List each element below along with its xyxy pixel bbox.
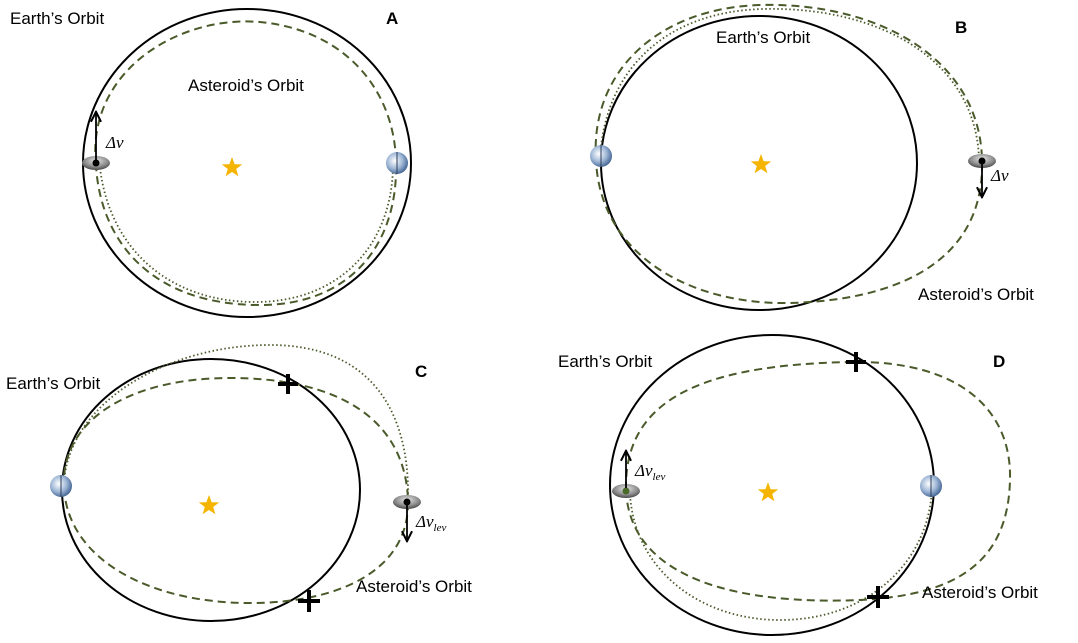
sun-star-icon (198, 495, 220, 515)
earth-orbit-label: Earth’s Orbit (716, 28, 810, 47)
intersection-cross-icon (278, 374, 298, 394)
asteroid-orbit-label: Asteroid’s Orbit (918, 285, 1034, 304)
panel-letter: C (415, 362, 427, 381)
panel-c: Δvlev Earth’s Orbit Asteroid’s Orbit C (6, 344, 472, 622)
panel-a: Δv Earth’s Orbit Asteroid’s Orbit A (10, 8, 412, 318)
asteroid-orbit-label: Asteroid’s Orbit (922, 583, 1038, 602)
asteroid-icon (82, 156, 110, 170)
planet-icon (50, 475, 72, 497)
panel-d: Δvlev Earth’s Orbit Asteroid’s Orbit D (558, 334, 1038, 636)
panel-b: Δv Earth’s Orbit Asteroid’s Orbit B (590, 3, 1034, 311)
sun-star-icon (221, 157, 243, 177)
asteroid-orbit-label: Asteroid’s Orbit (356, 577, 472, 596)
planet-icon (590, 145, 612, 167)
delta-v-label: Δv (990, 166, 1009, 185)
asteroid-orbit (94, 20, 398, 307)
earth-orbit-label: Earth’s Orbit (10, 9, 104, 28)
delta-v-label: Δv (105, 133, 124, 152)
earth-orbit-label: Earth’s Orbit (6, 374, 100, 393)
asteroid-orbit-label: Asteroid’s Orbit (188, 76, 304, 95)
panel-letter: D (993, 352, 1005, 371)
panel-letter: B (955, 18, 967, 37)
sun-star-icon (750, 154, 772, 174)
deflected-orbit (599, 8, 980, 159)
asteroid-icon (968, 154, 996, 168)
asteroid-icon (393, 495, 421, 509)
planet-icon (386, 152, 408, 174)
delta-v-label: Δvlev (415, 512, 446, 534)
sun-star-icon (757, 482, 779, 502)
earth-orbit (61, 358, 361, 622)
asteroid-orbit (624, 360, 1012, 602)
delta-v-label: Δvlev (634, 461, 665, 483)
earth-orbit (609, 334, 935, 636)
intersection-cross-icon (298, 590, 320, 612)
intersection-cross-icon (867, 586, 889, 608)
asteroid-orbit (594, 3, 984, 305)
asteroid-orbit (62, 376, 410, 605)
asteroid-icon (612, 484, 640, 498)
earth-orbit-label: Earth’s Orbit (558, 352, 652, 371)
earth-orbit (82, 8, 412, 318)
intersection-cross-icon (846, 352, 866, 372)
deflected-orbit (63, 344, 409, 501)
planet-icon (920, 475, 942, 497)
panel-letter: A (386, 9, 398, 28)
deflected-orbit (629, 486, 933, 621)
